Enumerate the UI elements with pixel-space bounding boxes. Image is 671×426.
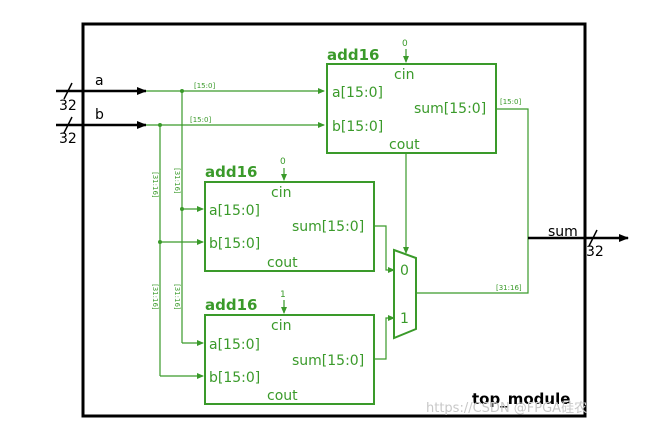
adder-high-cin1-port-sum: sum[15:0] (292, 353, 364, 369)
adder-high-cin1-box (204, 314, 375, 405)
junction-b-mid (158, 240, 162, 244)
bus-label-b-high-1: [31:16] (151, 172, 159, 198)
input-b-name: b (95, 107, 104, 123)
mux-input-1-label: 1 (400, 311, 409, 327)
adder-high-cin1-port-cout: cout (267, 388, 298, 404)
bus-label-a-high-1: [31:16] (173, 168, 181, 194)
bus-label-a-low: [15:0] (194, 82, 215, 90)
output-sum-width: 32 (586, 244, 604, 260)
mux-body (393, 248, 417, 340)
mux-input-0-label: 0 (400, 263, 409, 279)
adder-low-port-sum: sum[15:0] (414, 101, 486, 117)
adder-low-port-a: a[15:0] (332, 85, 383, 101)
bus-label-sum-low: [15:0] (500, 98, 521, 106)
adder-high-cin0-port-cin: cin (271, 185, 291, 201)
adder-low-port-cin: cin (394, 67, 414, 83)
adder-high-cin0-port-b: b[15:0] (209, 236, 260, 252)
adder-high-cin1: add16 1 cin a[15:0] b[15:0] sum[15:0] co… (204, 290, 375, 405)
bus-label-b-high-2: [31:16] (151, 284, 159, 310)
adder-high-cin1-cin-value: 1 (280, 290, 286, 300)
adder-low-port-b: b[15:0] (332, 119, 383, 135)
junction-a-mid (180, 207, 184, 211)
output-sum-name: sum (548, 224, 578, 240)
adder-high-cin0-cin-value: 0 (280, 157, 286, 167)
adder-low-cin-value: 0 (402, 39, 408, 49)
junction-a (180, 89, 184, 93)
watermark: https://CSDN @FPGA硅农 (426, 401, 587, 416)
adder-low: add16 0 cin a[15:0] b[15:0] sum[15:0] co… (326, 39, 497, 154)
top-module-name: top_module (472, 390, 570, 408)
adder-high-cin0-port-cout: cout (267, 255, 298, 271)
junction-b (158, 123, 162, 127)
adder-high-cin0-port-sum: sum[15:0] (292, 219, 364, 235)
adder-low-port-cout: cout (389, 137, 420, 153)
input-b: b 32 (56, 107, 147, 147)
adder-high-cin1-port-b: b[15:0] (209, 370, 260, 386)
adder-low-box (326, 63, 497, 154)
bus-label-a-high-2: [31:16] (173, 284, 181, 310)
bus-label-b-low: [15:0] (190, 116, 211, 124)
input-a-width: 32 (59, 98, 77, 114)
output-sum: sum 32 (528, 224, 629, 260)
adder-high-cin0-box (204, 181, 375, 272)
adder-high-cin0-title: add16 (205, 163, 257, 181)
adder-high-cin1-title: add16 (205, 296, 257, 314)
top-module-border (81, 22, 587, 418)
adder-high-cin1-port-a: a[15:0] (209, 337, 260, 353)
bus-label-sum-high: [31:16] (496, 284, 522, 292)
adder-low-title: add16 (327, 46, 379, 64)
input-a: a 32 (56, 73, 147, 114)
input-b-width: 32 (59, 131, 77, 147)
input-a-name: a (95, 73, 104, 89)
adder-high-cin0: add16 0 cin a[15:0] b[15:0] sum[15:0] co… (204, 157, 375, 272)
adder-high-cin1-port-cin: cin (271, 318, 291, 334)
adder-high-cin0-port-a: a[15:0] (209, 203, 260, 219)
wires (146, 49, 529, 379)
mux: 0 1 (393, 248, 417, 340)
